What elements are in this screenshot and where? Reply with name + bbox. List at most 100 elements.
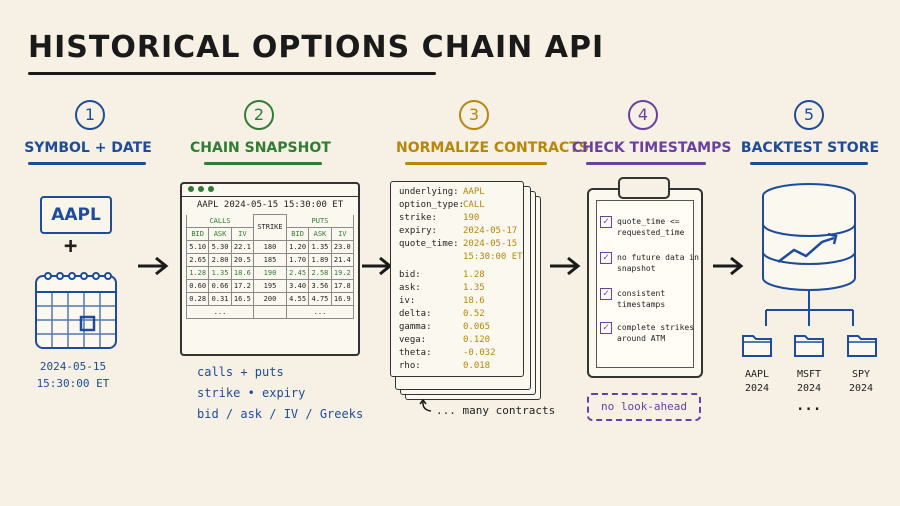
column-header: IV [230,226,255,241]
step-3-number: 3 [459,100,489,130]
snapshot-notes: calls + puts strike • expiry bid / ask /… [197,362,363,425]
window-dot [198,186,204,192]
folder-name: MSFT [796,369,822,380]
field-key: ask: [399,282,421,293]
contract-field: 15:30:00 ET [399,251,523,264]
strike-label: STRIKE [253,214,287,241]
window-dot [208,186,214,192]
field-key: iv: [399,295,416,306]
field-key: rho: [399,361,421,372]
contract-field: rho: 0.018 [399,360,523,373]
note-line: strike • expiry [197,386,306,400]
calls-label: CALLS [185,214,255,228]
table-cell: 4.55 [285,291,310,306]
field-value: 0.065 [463,321,491,332]
table-cell: 2.80 [208,252,232,267]
field-value: 2024-05-15 [463,239,518,250]
folder-name: AAPL [744,369,770,380]
table-cell: 16.5 [230,291,255,306]
field-value: 0.018 [463,361,491,372]
step-2-number: 2 [244,100,274,130]
snapshot-header: AAPL 2024-05-15 15:30:00 ET [196,200,344,210]
table-row: 0.60 0.66 17.2 195 3.40 3.56 17.8 [185,278,355,293]
field-key: option_type: [399,200,465,211]
contract-field: expiry:2024-05-17 [399,225,523,238]
table-cell: 185 [253,252,287,267]
table-cell: 1.35 [208,265,232,280]
field-value: AAPL [463,187,485,197]
note-line: calls + puts [197,365,284,379]
contract-field: delta:0.52 [399,308,523,321]
field-key: vega: [399,335,427,346]
table-row: 5.10 5.30 22.1 180 1.20 1.35 23.0 [185,239,355,254]
table-row: 0.28 0.31 16.5 200 4.55 4.75 16.9 [185,291,355,306]
step-2-title: CHAIN SNAPSHOT [190,140,331,156]
no-lookahead-badge: no look-ahead [587,393,701,421]
options-chain-table: CALLS STRIKE PUTS BID ASK IV BID ASK IV … [185,214,355,319]
arrow-right-icon [138,256,169,276]
contract-field: iv: 18.6 [399,295,523,308]
field-value: 18.6 [463,295,485,306]
table-cell: 3.56 [308,278,332,293]
folder-icon [742,335,772,357]
table-cell: 1.28 [185,265,210,280]
table-row-ellipsis: ... ... [185,304,355,319]
field-key: strike: [399,213,437,224]
table-cell: 180 [253,239,287,254]
check-item: ✓ consistent timestamps [600,288,696,314]
table-cell: 18.6 [230,265,255,280]
step-5-title: BACKTEST STORE [740,140,880,156]
folder-icon [794,335,824,357]
check-item: ✓ quote_time <= requested_time [600,216,696,242]
table-cell: 195 [253,278,287,293]
folder-year: 2024 [796,383,822,394]
check-item: ✓ no future data in snapshot [600,252,699,278]
puts-label: PUTS [285,214,355,228]
field-key: theta: [399,348,432,359]
checkbox-checked-icon: ✓ [600,288,612,300]
table-row-highlighted: 1.28 1.35 18.6 190 2.45 2.58 19.2 [185,265,355,280]
curved-arrow-icon [419,398,432,412]
table-cell: 0.28 [185,291,210,306]
field-value: 2024-05-17 [463,226,518,237]
table-cell: 5.10 [185,239,210,254]
table-cell: 1.70 [285,252,310,267]
table-cell: 2.45 [285,265,310,280]
field-value: 0.120 [463,335,491,346]
checkbox-checked-icon: ✓ [600,252,612,264]
field-value: 1.35 [463,282,485,293]
table-cell: ... [285,304,355,319]
check-label: quote_time <= requested_time [617,217,685,237]
chain-snapshot-window: AAPL 2024-05-15 15:30:00 ET CALLS STRIKE… [180,182,360,356]
step-1-number: 1 [75,100,105,130]
folder-label: SPY 2024 [836,368,886,396]
requested-datetime: 2024-05-15 15:30:00 ET [36,360,110,390]
table-cell: 0.60 [185,278,210,293]
many-contracts-note: ... many contracts [436,404,556,417]
table-cell: 1.89 [308,252,332,267]
table-cell: 22.1 [230,239,255,254]
table-cell: 17.2 [230,278,255,293]
table-cell: 0.31 [208,291,232,306]
table-cell: 23.0 [330,239,355,254]
column-header: BID [285,226,310,241]
arrow-right-icon [713,256,744,276]
column-header: BID [185,226,210,241]
table-cell: ... [185,304,255,319]
check-label: no future data in snapshot [617,253,699,273]
step-1-title: SYMBOL + DATE [24,140,152,156]
table-cell: 5.30 [208,239,232,254]
checkbox-checked-icon: ✓ [600,322,612,334]
contract-field: gamma:0.065 [399,321,523,334]
note-line: bid / ask / IV / Greeks [197,407,364,421]
folder-label: MSFT 2024 [784,368,834,396]
arrow-right-icon [362,256,393,276]
database-icon [762,183,856,326]
table-cell: 4.75 [308,291,332,306]
column-header: ASK [308,226,332,241]
step-4-underline [586,162,706,165]
table-cell: 16.9 [330,291,355,306]
arrow-right-icon [550,256,581,276]
check-label: complete strikes around ATM [617,323,695,343]
contract-card: underlying:AAPL option_type:CALL strike:… [390,181,524,377]
